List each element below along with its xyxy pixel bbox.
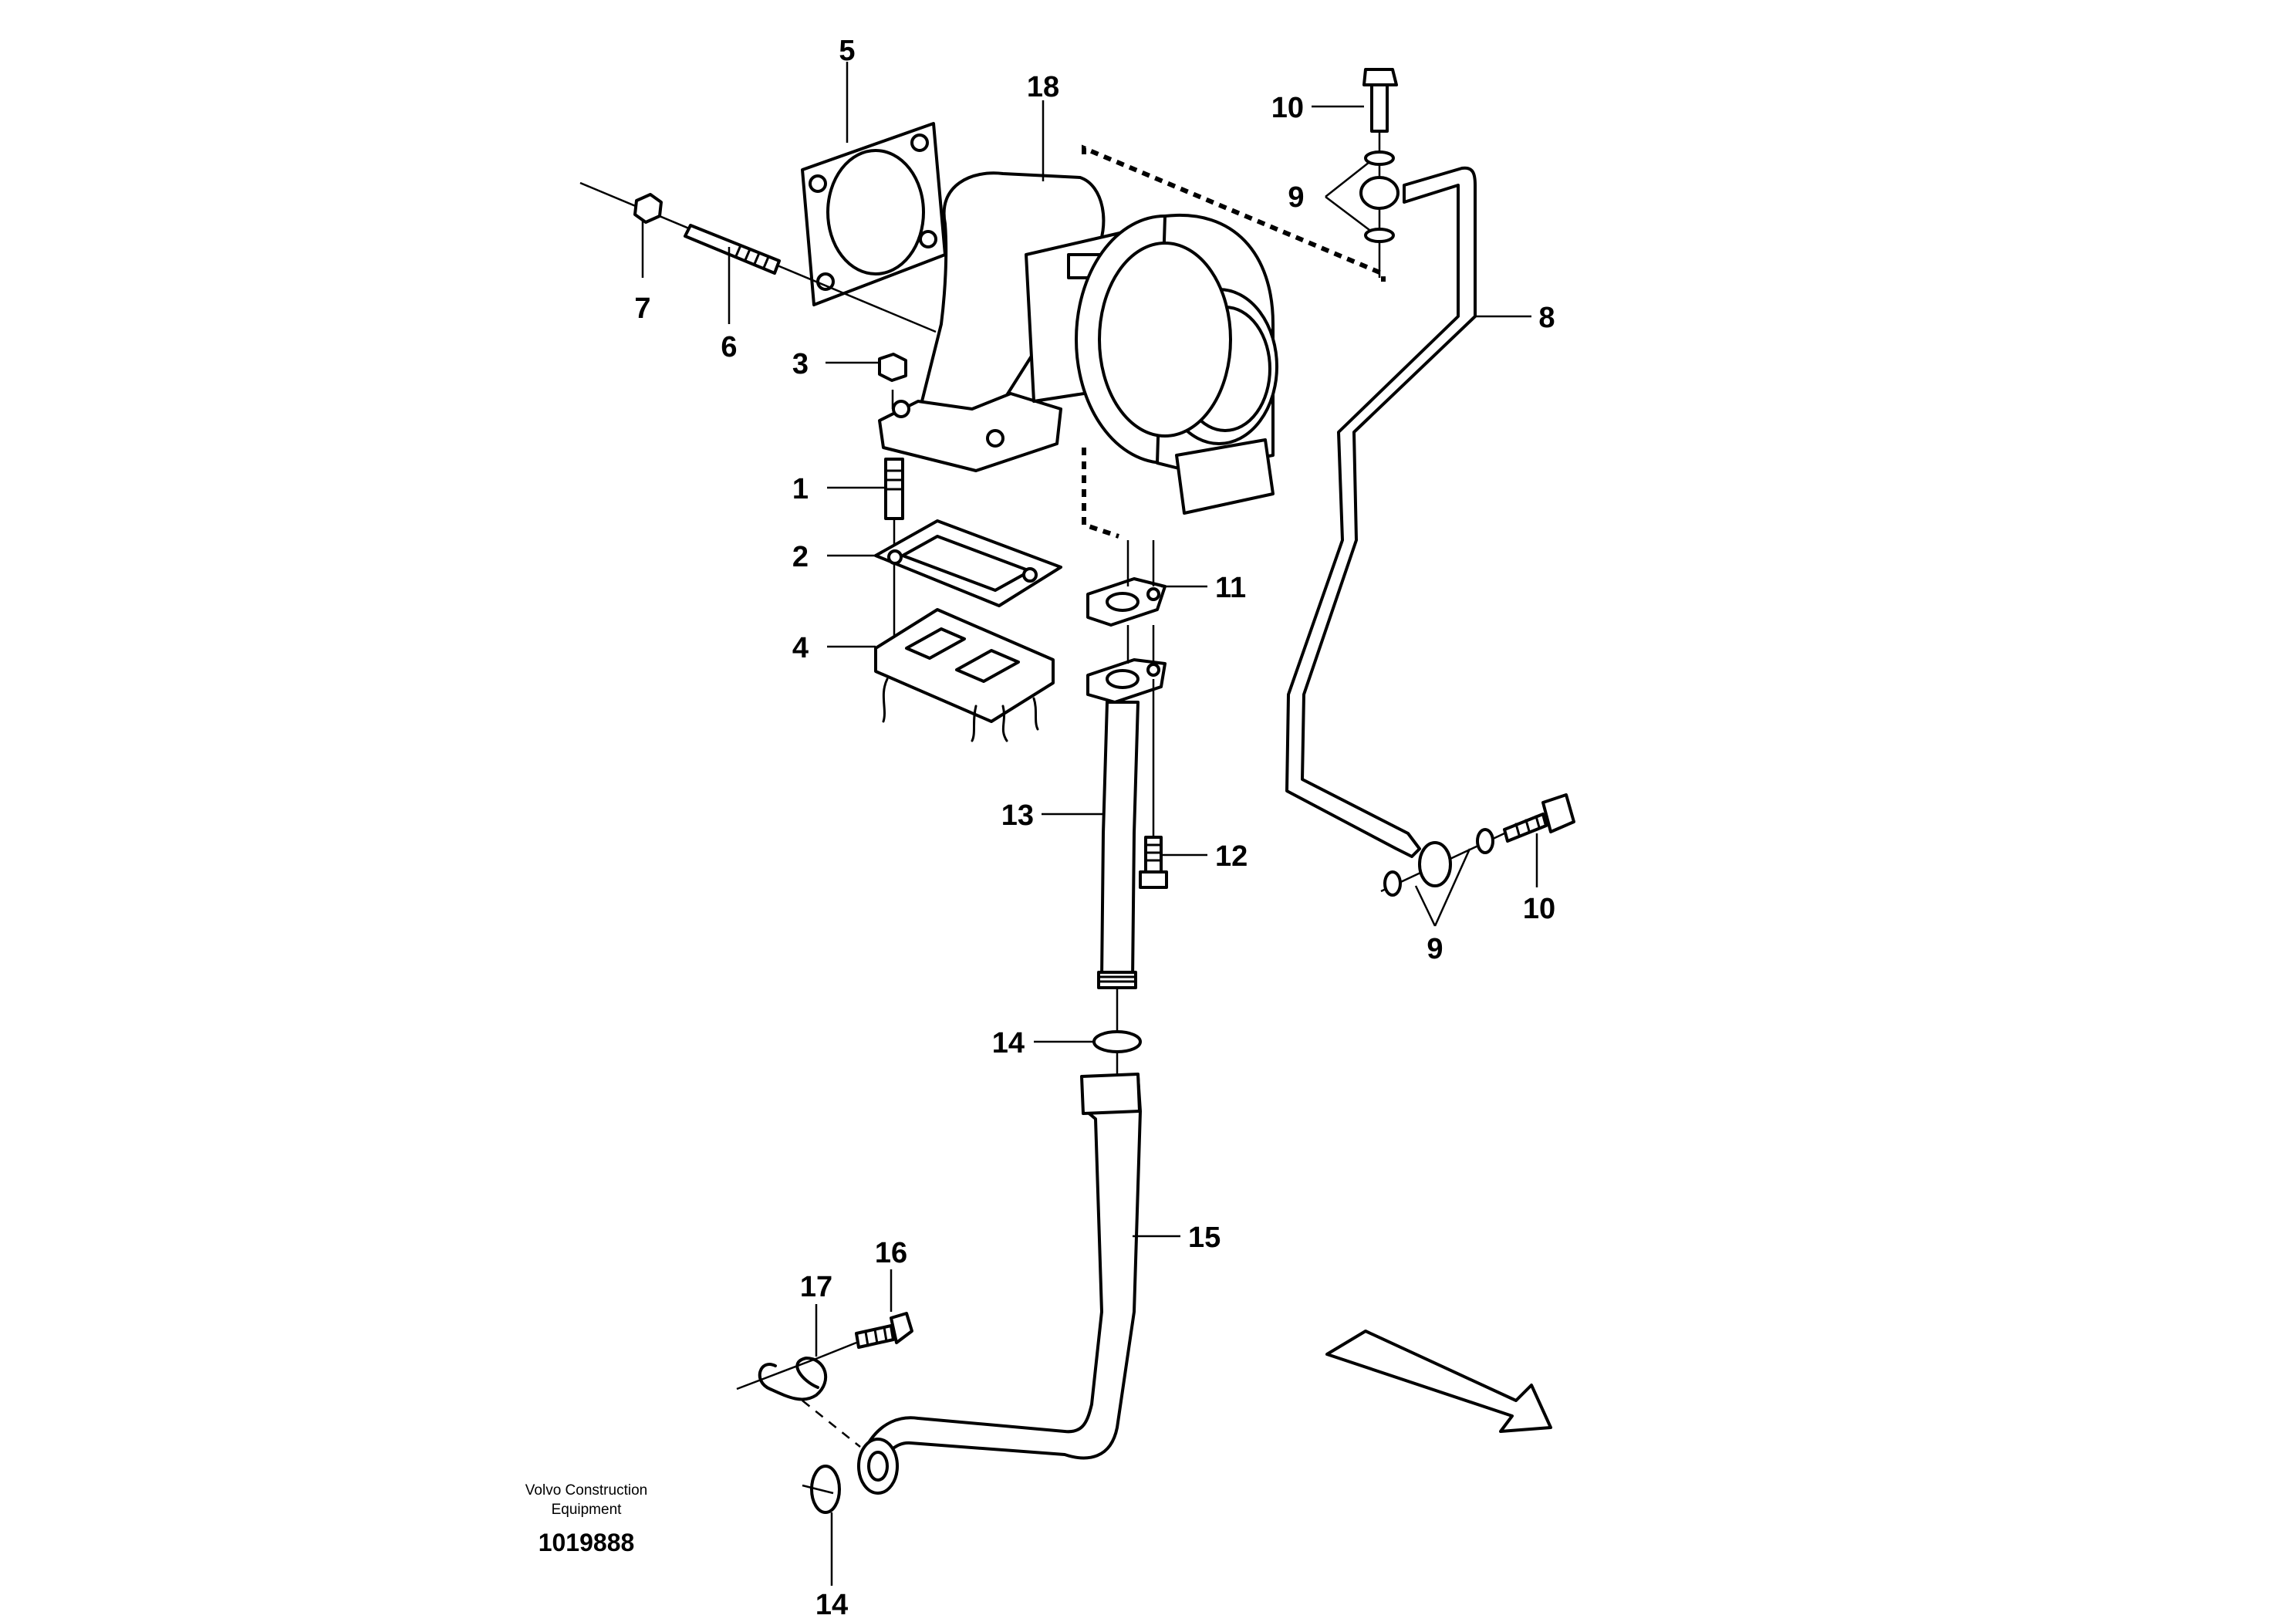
flange-screw-part	[1139, 679, 1168, 889]
callout-14-top: 14	[992, 1027, 1025, 1059]
oil-return-hose-part	[857, 1073, 1142, 1495]
callout-10-top: 10	[1271, 92, 1304, 124]
exhaust-gasket-part	[801, 122, 947, 306]
callout-leaders	[641, 62, 1538, 1586]
direction-arrow	[1325, 1330, 1552, 1433]
callout-9-bottom: 9	[1427, 933, 1443, 965]
callout-6: 6	[721, 331, 737, 363]
hose-clip-part	[736, 1357, 861, 1448]
o-ring-lower-part	[810, 1465, 841, 1514]
nut-part	[878, 353, 907, 409]
callout-17: 17	[800, 1271, 832, 1303]
callout-labels: 5 18 10 9 8 7 6 3 1 2 11 4 13 12 10 9 14…	[634, 35, 1555, 1621]
manifold-gasket-part	[874, 608, 1055, 742]
callout-4: 4	[792, 632, 809, 664]
callout-16: 16	[875, 1237, 907, 1269]
turbocharger-part	[878, 171, 1278, 515]
callout-9-top: 9	[1288, 181, 1304, 214]
callout-11: 11	[1215, 572, 1246, 604]
banjo-fitting-top-part	[1359, 68, 1400, 278]
credit-line-2: Equipment	[552, 1502, 623, 1518]
stud-and-nut-part	[579, 181, 937, 333]
document-number: 1019888	[539, 1529, 635, 1556]
callout-3: 3	[792, 348, 809, 380]
clip-screw-part	[817, 1312, 913, 1360]
callout-18: 18	[1027, 71, 1059, 103]
callout-8: 8	[1538, 302, 1555, 334]
oil-return-pipe-part	[1097, 701, 1140, 989]
callout-13: 13	[1001, 799, 1034, 832]
callout-5: 5	[839, 35, 855, 67]
callout-12: 12	[1215, 840, 1248, 873]
publisher-credit: Volvo Construction Equipment 1019888	[525, 1482, 647, 1556]
callout-7: 7	[634, 292, 650, 325]
callout-1: 1	[792, 473, 809, 505]
credit-line-1: Volvo Construction	[525, 1482, 647, 1499]
callout-10-bottom: 10	[1523, 893, 1555, 925]
callout-15: 15	[1188, 1222, 1221, 1254]
banjo-fitting-bottom-part	[1380, 793, 1575, 897]
drain-gasket-part	[1086, 540, 1167, 627]
o-ring-part	[1092, 1030, 1142, 1053]
stud-part	[884, 458, 904, 642]
oil-feed-pipe-part	[1285, 166, 1477, 858]
callout-2: 2	[792, 541, 809, 573]
drain-flange-part	[1086, 625, 1167, 704]
gasket-part	[874, 519, 1062, 607]
callout-14-bottom: 14	[815, 1589, 848, 1621]
